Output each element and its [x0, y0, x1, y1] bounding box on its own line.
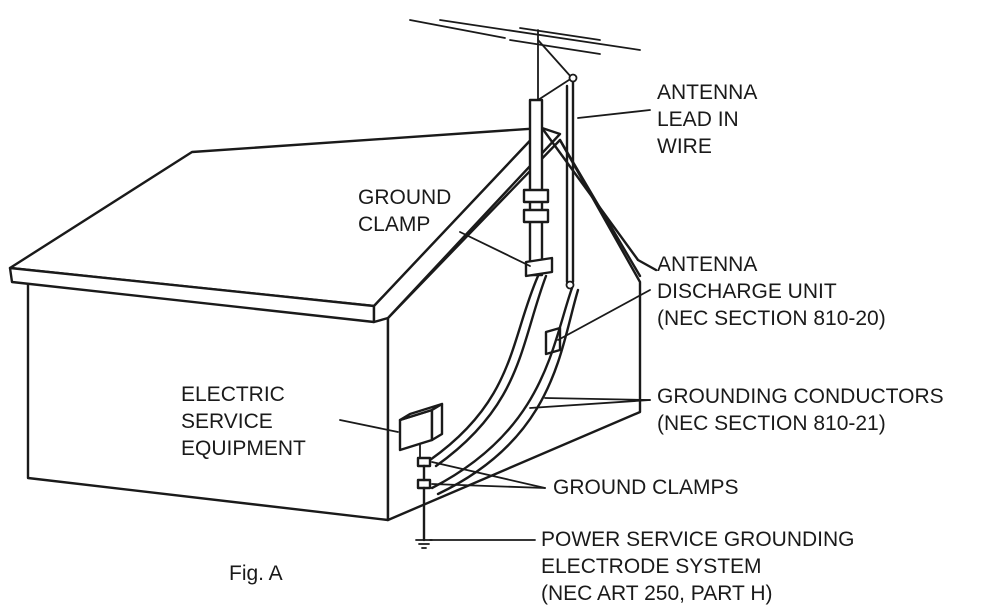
antenna-brace — [537, 39, 573, 79]
mast-standoff-2 — [522, 208, 550, 224]
antenna-mast — [522, 98, 554, 278]
lead-in-wire-entry — [565, 280, 575, 290]
label-antenna-discharge-unit-line-3: (NEC SECTION 810-20) — [657, 307, 886, 330]
label-antenna-lead-in-wire-line-3: WIRE — [657, 135, 712, 158]
leader-ground-clamp-upper — [431, 461, 546, 489]
leader-lines — [339, 109, 651, 541]
house-roof-gable-trim — [372, 126, 562, 324]
leader-lead-in-wire — [577, 109, 651, 119]
label-antenna-discharge-unit-line-2: DISCHARGE UNIT — [657, 280, 837, 303]
mast-ground-clamp — [524, 256, 554, 278]
antenna-brace-2 — [537, 77, 573, 101]
label-antenna-discharge-unit: ANTENNA DISCHARGE UNIT (NEC SECTION 810-… — [657, 253, 886, 330]
leader-grounding-conductor-1 — [529, 399, 651, 409]
grounding-conductors — [428, 274, 580, 496]
mast-standoff-1 — [522, 188, 550, 204]
label-antenna-discharge-unit-line-1: ANTENNA — [657, 253, 757, 276]
electric-service-equipment-box — [398, 402, 444, 463]
lead-in-wire — [565, 80, 575, 290]
antenna-element-4 — [509, 39, 601, 55]
antenna-terminal — [568, 73, 578, 83]
figure-caption: Fig. A — [229, 562, 283, 585]
label-antenna-lead-in-wire: ANTENNA LEAD IN WIRE — [657, 81, 757, 158]
label-electric-service-equipment-line-2: SERVICE — [181, 410, 273, 433]
label-grounding-conductors: GROUNDING CONDUCTORS (NEC SECTION 810-21… — [657, 385, 944, 435]
label-ground-clamp: GROUND CLAMP — [358, 186, 451, 236]
label-power-service-grounding-line-1: POWER SERVICE GROUNDING — [541, 528, 854, 551]
label-electric-service-equipment-line-3: EQUIPMENT — [181, 437, 306, 460]
leader-ground-clamp-lower — [431, 483, 546, 489]
label-ground-clamps: GROUND CLAMPS — [553, 476, 739, 499]
label-antenna-lead-in-wire-line-2: LEAD IN — [657, 108, 739, 131]
label-power-service-grounding-line-2: ELECTRODE SYSTEM — [541, 555, 762, 578]
label-ground-clamp-line-2: CLAMP — [358, 213, 430, 236]
label-ground-clamps-line-1: GROUND CLAMPS — [553, 476, 739, 499]
label-ground-clamp-line-1: GROUND — [358, 186, 451, 209]
antenna-element-1 — [439, 19, 641, 51]
antenna-element-3 — [409, 19, 506, 39]
label-electric-service-equipment-line-1: ELECTRIC — [181, 383, 285, 406]
label-grounding-conductors-line-1: GROUNDING CONDUCTORS — [657, 385, 944, 408]
leader-ground-clamp — [459, 231, 531, 267]
mast-pole — [528, 98, 544, 277]
label-antenna-lead-in-wire-line-1: ANTENNA — [657, 81, 757, 104]
conductor-from-mast-2 — [434, 274, 548, 468]
conductor-from-mast — [428, 274, 540, 462]
label-power-service-grounding-line-3: (NEC ART 250, PART H) — [541, 582, 772, 605]
label-grounding-conductors-line-2: (NEC SECTION 810-21) — [657, 412, 886, 435]
label-power-service-grounding: POWER SERVICE GROUNDING ELECTRODE SYSTEM… — [541, 528, 854, 605]
label-electric-service-equipment: ELECTRIC SERVICE EQUIPMENT — [181, 383, 306, 460]
antenna — [409, 19, 641, 101]
conductor-from-discharge — [430, 286, 574, 490]
conductor-from-discharge-2 — [436, 288, 580, 496]
leader-discharge-unit — [557, 289, 651, 341]
house — [8, 126, 658, 522]
leader-grounding-conductor-2 — [544, 397, 651, 401]
antenna-element-2 — [519, 27, 601, 41]
leader-electric-service — [339, 419, 399, 433]
